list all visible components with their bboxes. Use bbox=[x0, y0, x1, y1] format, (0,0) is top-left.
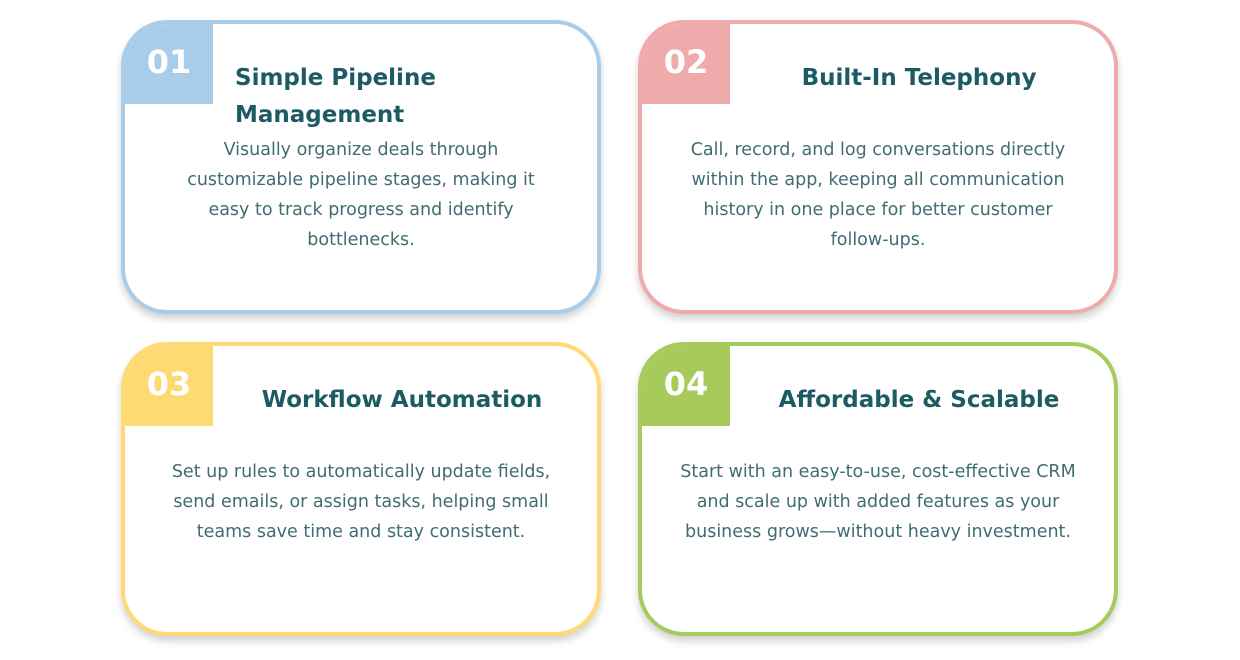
feature-card-telephony: 02 Built-In Telephony Call, record, and … bbox=[638, 20, 1118, 314]
card-title: Affordable & Scalable bbox=[778, 387, 1060, 413]
feature-card-affordable: 04 Affordable & Scalable Start with an e… bbox=[638, 342, 1118, 636]
card-title: Built-In Telephony bbox=[801, 65, 1037, 91]
card-title: Simple Pipeline Management bbox=[235, 65, 436, 128]
feature-card-automation: 03 Workflow Automation Set up rules to a… bbox=[121, 342, 601, 636]
card-title: Workflow Automation bbox=[261, 387, 543, 413]
card-description: Start with an easy-to-use, cost-effectiv… bbox=[680, 462, 1076, 542]
card-number: 02 bbox=[642, 24, 730, 104]
card-number: 04 bbox=[642, 346, 730, 426]
card-description: Visually organize deals through customiz… bbox=[187, 140, 535, 250]
card-number: 01 bbox=[125, 24, 213, 104]
card-number: 03 bbox=[125, 346, 213, 426]
card-description: Set up rules to automatically update fie… bbox=[171, 462, 551, 542]
feature-card-pipeline: 01 Simple Pipeline Management Visually o… bbox=[121, 20, 601, 314]
card-description: Call, record, and log conversations dire… bbox=[690, 140, 1066, 250]
